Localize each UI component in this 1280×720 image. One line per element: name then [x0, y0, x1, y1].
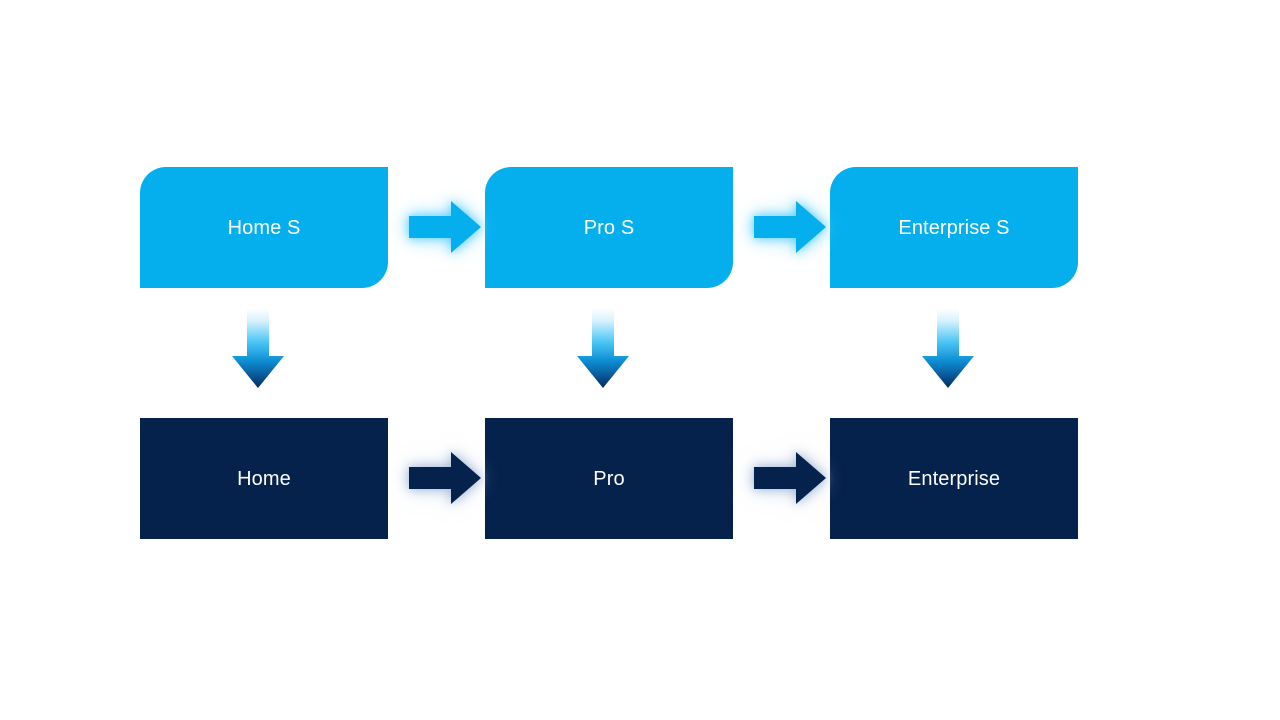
node-home-s[interactable]: Home S — [140, 167, 388, 288]
node-label: Home S — [227, 216, 301, 239]
connector-pro-to-enterprise — [754, 452, 826, 504]
node-enterprise-s[interactable]: Enterprise S — [830, 167, 1078, 288]
right-arrow-icon — [754, 452, 826, 504]
connector-pro-s-to-enterprise-s — [754, 201, 826, 253]
node-home[interactable]: Home — [140, 418, 388, 539]
connector-pro-s-to-pro — [577, 308, 629, 388]
node-enterprise[interactable]: Enterprise — [830, 418, 1078, 539]
right-arrow-icon — [409, 201, 481, 253]
node-pro-s[interactable]: Pro S — [485, 167, 733, 288]
right-arrow-icon — [409, 452, 481, 504]
node-pro[interactable]: Pro — [485, 418, 733, 539]
down-arrow-icon — [922, 308, 974, 388]
node-label: Home — [237, 467, 291, 490]
connector-enterprise-s-to-enterprise — [922, 308, 974, 388]
node-label: Enterprise S — [898, 216, 1010, 239]
connector-home-s-to-home — [232, 308, 284, 388]
down-arrow-icon — [577, 308, 629, 388]
down-arrow-icon — [232, 308, 284, 388]
node-label: Enterprise — [907, 467, 1001, 490]
node-label: Pro — [593, 467, 625, 490]
right-arrow-icon — [754, 201, 826, 253]
connector-home-to-pro — [409, 452, 481, 504]
connector-home-s-to-pro-s — [409, 201, 481, 253]
node-label: Pro S — [583, 216, 635, 239]
